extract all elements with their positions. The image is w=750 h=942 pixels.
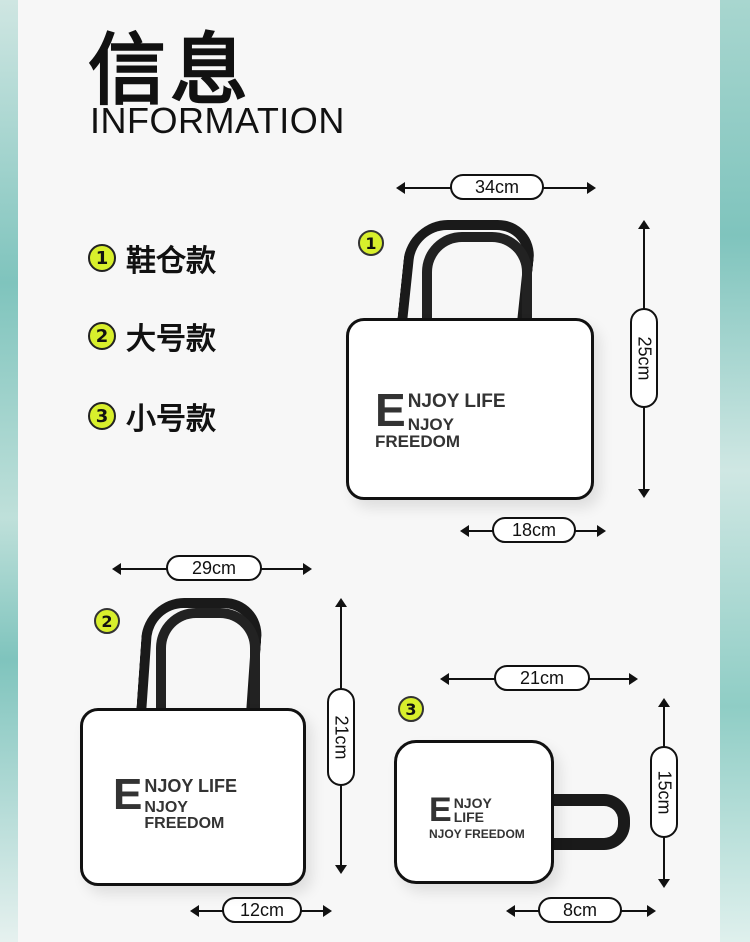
- legend-label-1: 鞋仓款: [126, 244, 216, 279]
- bag3-depth-label: 8cm: [538, 897, 622, 923]
- bag2-handle-front: [156, 608, 260, 714]
- legend-item-1: 1 鞋仓款: [88, 236, 216, 280]
- bag3-wrist-strap: [548, 794, 630, 850]
- background-right-decoration: [720, 0, 750, 942]
- bag3-width-dimension: 21cm: [440, 665, 638, 691]
- bag2-number-badge: 2: [94, 608, 120, 634]
- bag1-brand-text: E NJOY LIFE NJOY FREEDOM: [375, 384, 506, 451]
- bag3-width-label: 21cm: [494, 665, 590, 691]
- bag1-handle-front: [422, 232, 532, 328]
- legend-item-3: 3 小号款: [88, 394, 216, 438]
- bag1-height-dimension: 25cm: [630, 220, 658, 498]
- bag2-height-dimension: 21cm: [327, 598, 355, 874]
- bag1-height-label: 25cm: [630, 308, 658, 408]
- bag3-body: E NJOY LIFE NJOY FREEDOM: [394, 740, 554, 884]
- legend-item-2: 2 大号款: [88, 314, 216, 358]
- bag1-width-label: 34cm: [450, 174, 544, 200]
- bag1-depth-dimension: 18cm: [460, 517, 606, 543]
- legend-label-3: 小号款: [126, 402, 216, 437]
- legend-badge-1: 1: [88, 244, 116, 272]
- bag2-width-dimension: 29cm: [112, 555, 312, 581]
- bag2-depth-label: 12cm: [222, 897, 302, 923]
- bag2-body: E NJOY LIFE NJOY FREEDOM: [80, 708, 306, 886]
- legend-label-2: 大号款: [126, 322, 216, 357]
- bag3-height-label: 15cm: [650, 746, 678, 838]
- bag1-width-dimension: 34cm: [396, 174, 596, 200]
- bag3-number-badge: 3: [398, 696, 424, 722]
- bag2-height-label: 21cm: [327, 688, 355, 786]
- bag2-width-label: 29cm: [166, 555, 262, 581]
- legend-badge-2: 2: [88, 322, 116, 350]
- page-title-cn: 信息: [88, 26, 253, 116]
- bag1-body: E NJOY LIFE NJOY FREEDOM: [346, 318, 594, 500]
- bag2-depth-dimension: 12cm: [190, 897, 332, 923]
- bag3-depth-dimension: 8cm: [506, 897, 656, 923]
- bag1-depth-label: 18cm: [492, 517, 576, 543]
- bag2-brand-text: E NJOY LIFE NJOY FREEDOM: [113, 770, 238, 832]
- bag3-brand-text: E NJOY LIFE NJOY FREEDOM: [429, 791, 525, 841]
- page-title-en: INFORMATION: [90, 100, 345, 141]
- bag3-height-dimension: 15cm: [650, 698, 678, 888]
- legend-badge-3: 3: [88, 402, 116, 430]
- background-left-decoration: [0, 0, 18, 942]
- bag1-number-badge: 1: [358, 230, 384, 256]
